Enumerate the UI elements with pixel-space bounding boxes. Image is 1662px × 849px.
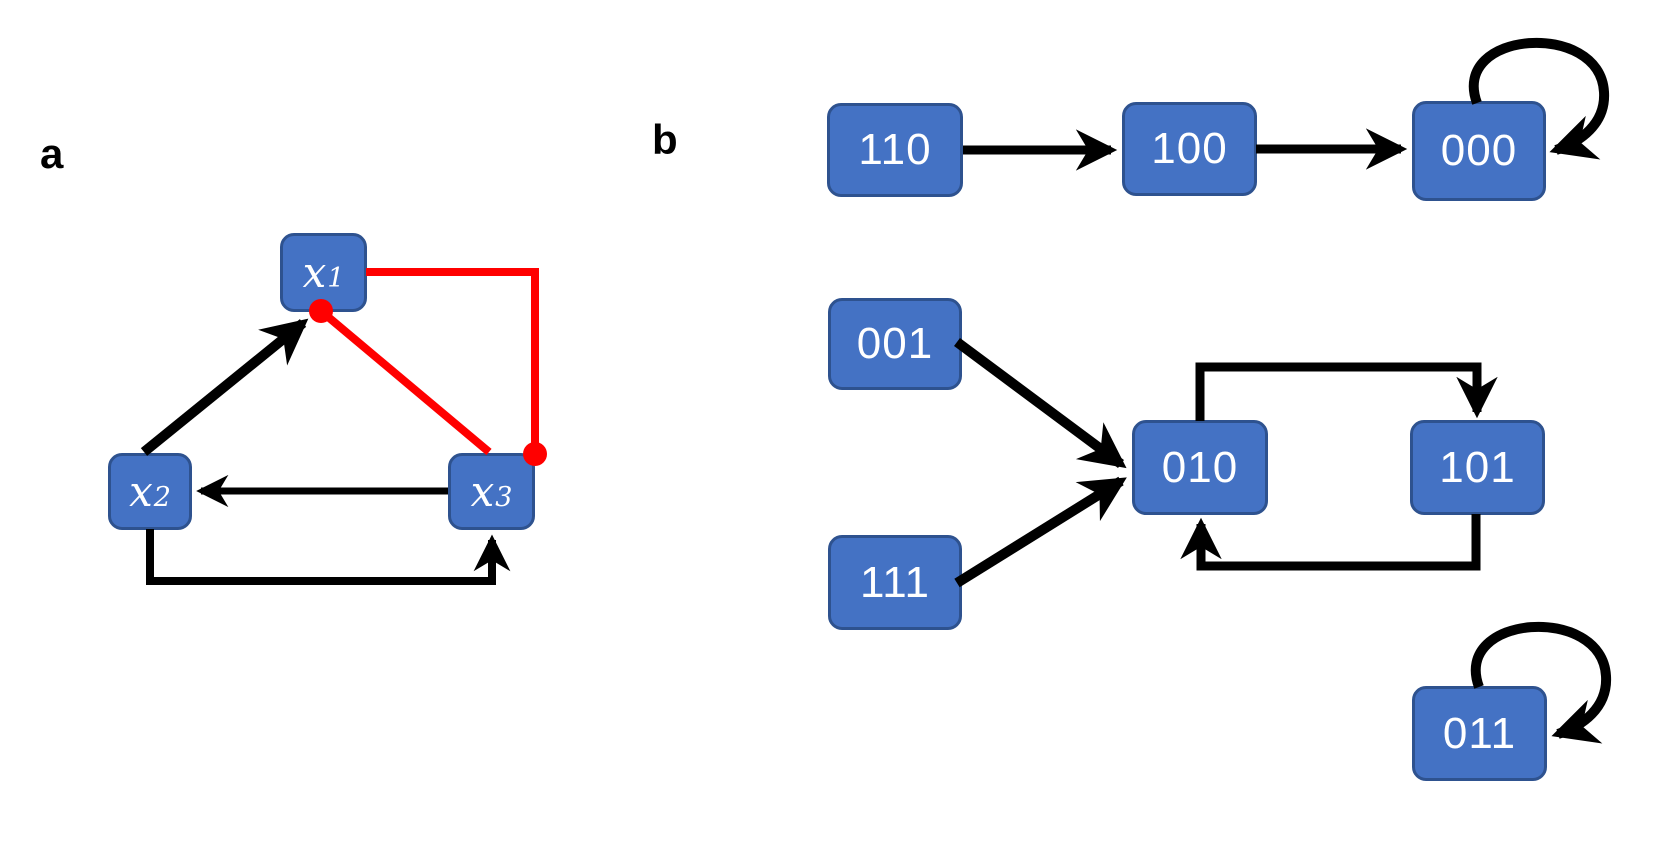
state-100-label: 100 [1151, 124, 1228, 173]
state-node-010: 010 [1132, 420, 1268, 515]
state-node-100: 100 [1122, 102, 1257, 196]
edge-101-to-010-arrow [1180, 514, 1481, 571]
state-node-000: 000 [1412, 101, 1546, 201]
edge-x2-to-x3-arrow [146, 529, 511, 585]
panel-a-label: a [40, 130, 64, 177]
state-node-111: 111 [828, 535, 962, 630]
node-x3-label: x [470, 467, 495, 516]
state-000-label: 000 [1440, 126, 1518, 175]
state-101-label: 101 [1439, 442, 1516, 492]
edge-111-to-010-arrow [954, 476, 1127, 588]
state-011-label: 011 [1442, 708, 1517, 758]
state-110-label: 110 [858, 125, 932, 174]
edge-x2-to-x1-arrow [140, 318, 309, 456]
edge-x3-inhibits-x1-line [324, 312, 492, 456]
edge-010-to-101-arrow [1195, 362, 1498, 421]
node-x1-label: x [302, 248, 327, 297]
edge-x1-inhibits-x3-line [366, 268, 539, 448]
panel-b-label: b [652, 116, 678, 163]
state-001-label: 001 [856, 319, 934, 368]
state-node-011: 011 [1412, 686, 1547, 781]
node-x2-label: x [129, 467, 153, 516]
state-111-label: 111 [860, 557, 930, 607]
state-node-110: 110 [827, 103, 963, 197]
state-node-001: 001 [828, 298, 962, 390]
edge-001-to-010-arrow [954, 337, 1127, 469]
state-node-101: 101 [1410, 420, 1545, 515]
state-010-label: 010 [1161, 442, 1239, 492]
